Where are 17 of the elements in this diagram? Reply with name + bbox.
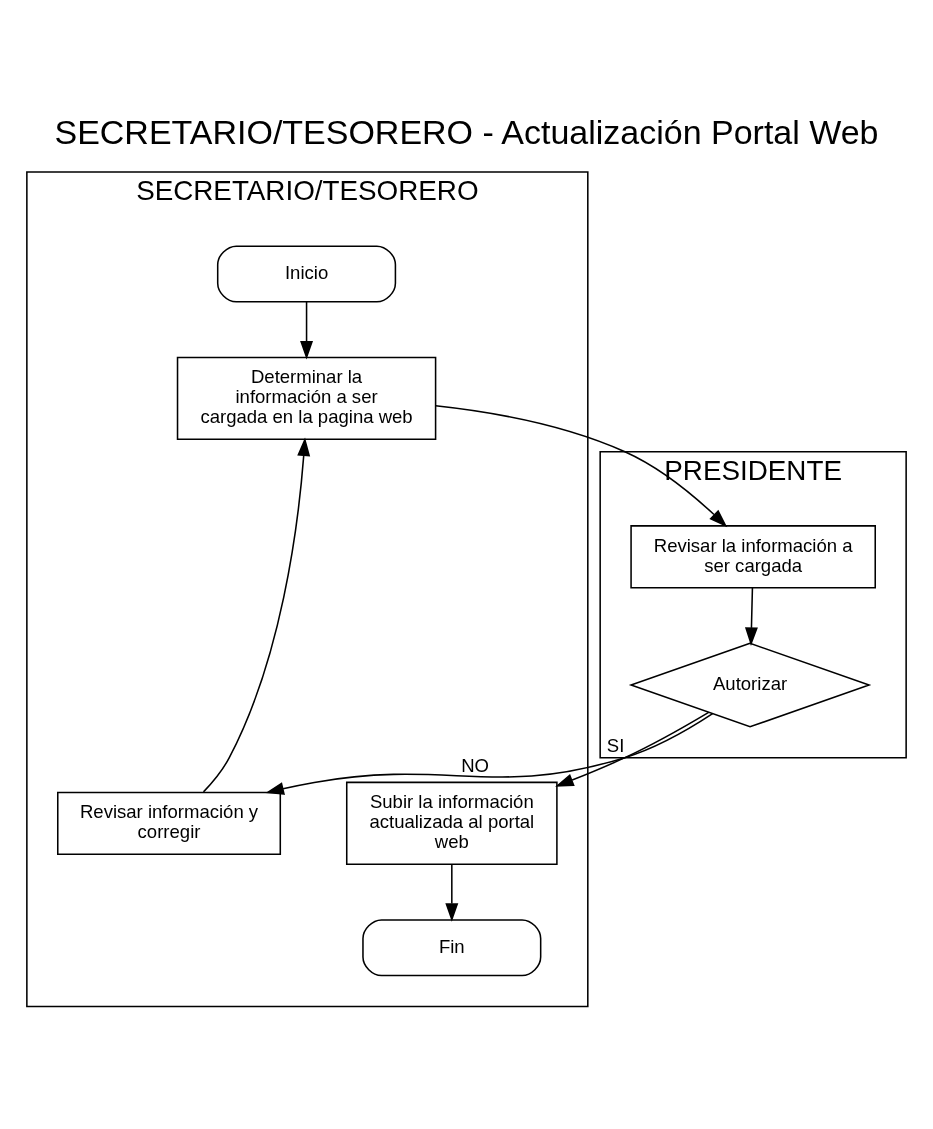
node-box: Determinar la información a ser cargada en la pagina web xyxy=(176,356,437,441)
arrow xyxy=(202,437,311,793)
arrow xyxy=(265,712,714,795)
arrow xyxy=(300,301,314,360)
diagram-title: SECRETARIO/TESORERO - Actualización Portal Web xyxy=(54,112,879,151)
node-box: Inicio xyxy=(216,245,397,303)
node-box: Subir la información actualizada al portal web xyxy=(345,781,558,866)
node-box: Fin xyxy=(362,919,542,977)
edge-label: NO xyxy=(461,754,489,776)
node-box: Revisar información y corregir xyxy=(57,791,282,855)
node-box: Revisar la información a ser cargada xyxy=(630,525,876,589)
arrow xyxy=(445,863,459,922)
arrow xyxy=(744,587,758,646)
arrow xyxy=(555,711,710,787)
node-diamond: Autorizar xyxy=(628,642,872,728)
arrow xyxy=(434,404,728,528)
edge-label: SI xyxy=(606,735,625,757)
